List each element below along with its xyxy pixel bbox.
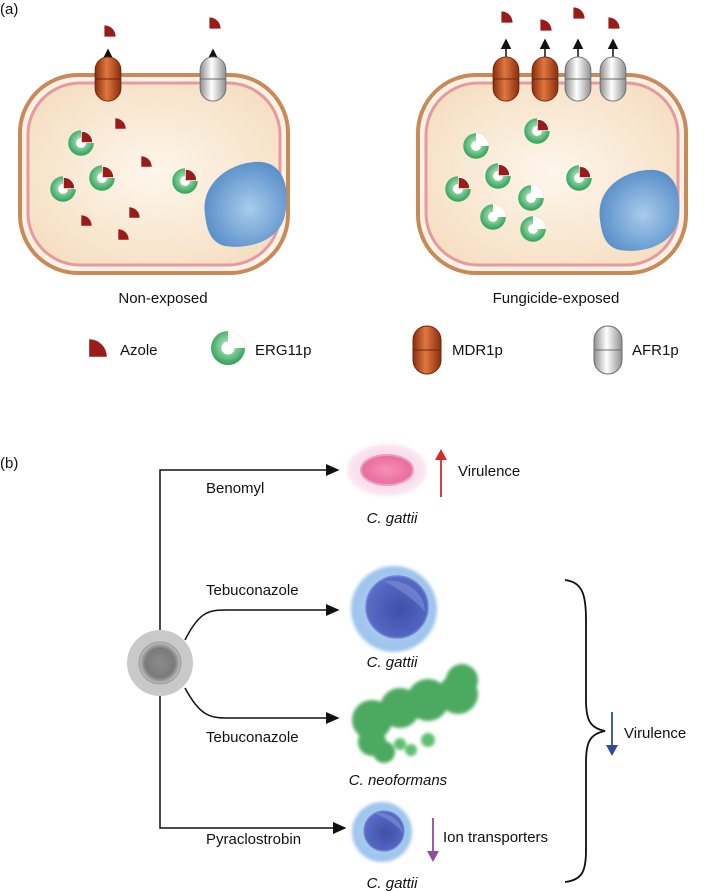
afr1p-pump-icon [564,56,592,102]
treatment-tebuconazole-1: Tebuconazole [206,582,299,599]
effect-ion-transporters: Ion transporters [443,829,548,846]
erg11p-bound-icon [68,130,94,156]
erg11p-bound-icon [50,176,76,202]
cell-benomyl-gattii: C. gattii [347,444,427,527]
panel-a-label: (a) [0,1,18,18]
treatment-tebuconazole-2: Tebuconazole [206,729,299,746]
erg11p-bound-icon [172,168,198,194]
species-gattii-3: C. gattii [367,875,419,891]
cell-caption-non-exposed: Non-exposed [118,290,207,307]
cell-highlight [374,812,403,833]
treatment-benomyl: Benomyl [206,480,264,497]
erg11p-bound-icon [485,163,511,189]
afr1p-pump-icon [599,56,627,102]
cell-bud [394,738,406,750]
nucleus [599,169,680,251]
cell-highlight [384,580,425,612]
cell-bud [405,744,417,756]
arrow-down-virulence-head [606,745,618,756]
arrow-up-head [435,449,447,460]
mdr1p-pump-icon [531,56,559,102]
panel-b: (b) Benomyl Tebuconazole Tebuconazole Py… [0,444,686,891]
cell-lobe [407,679,449,721]
source-cell-body [138,641,182,685]
erg11p-icon [518,185,544,211]
erg11p-bound-icon [524,118,550,144]
erg11p-icon [520,216,546,242]
cell-lobe [373,741,395,763]
panel-a: (a) Non-exposed [0,1,688,375]
effect-virulence-down: Virulence [624,725,686,742]
afr1p-pump-icon [199,56,227,102]
cell-body [360,454,414,486]
azole-icon [209,17,221,29]
cell-tebuconazole-neoformans [352,664,478,763]
cell-pyraclostrobin-gattii: C. gattii [352,802,418,891]
curly-brace [564,579,606,883]
afr1p-legend-icon [593,325,623,375]
mdr1p-pump-icon [94,56,122,102]
cell-non-exposed: Non-exposed [18,17,290,307]
effect-virulence-up: Virulence [458,463,520,480]
legend: Azole ERG11p MDR1p AFR1p [89,325,679,375]
nucleus [204,161,287,247]
arrow-benomyl [159,464,340,630]
legend-mdr1p: MDR1p [452,342,503,359]
azole-icon [104,25,116,37]
azole-icon [540,19,552,31]
azole-icon [608,17,620,29]
erg11p-legend-icon [211,331,245,365]
arrow-tebuconazole-neoformans [184,687,340,724]
panel-b-label: (b) [0,455,18,472]
azole-legend-icon [89,339,107,357]
source-cell [127,630,193,696]
arrow-down-ion-head [427,851,439,862]
legend-azole: Azole [120,342,158,359]
mdr1p-pump-icon [492,56,520,102]
erg11p-bound-icon [89,165,115,191]
erg11p-bound-icon [566,165,592,191]
azole-icon [573,7,585,19]
cell-tebuconazole-gattii: C. gattii [351,566,437,671]
legend-afr1p: AFR1p [632,342,679,359]
cell-caption-fungicide-exposed: Fungicide-exposed [493,290,620,307]
species-gattii-2: C. gattii [367,654,419,671]
legend-erg11p: ERG11p [255,342,311,359]
species-neoformans: C. neoformans [349,772,448,789]
species-gattii-1: C. gattii [367,510,419,527]
cell-lobe [446,664,478,696]
mdr1p-legend-icon [412,325,442,375]
erg11p-icon [463,133,489,159]
arrow-pyraclostrobin [159,696,347,834]
cell-fungicide-exposed: Fungicide-exposed [416,7,688,307]
erg11p-bound-icon [445,176,471,202]
azole-icon [501,11,513,23]
erg11p-icon [480,204,506,230]
treatment-pyraclostrobin: Pyraclostrobin [206,831,301,848]
cell-bud [421,733,435,747]
arrow-tebuconazole-gattii [184,604,340,641]
